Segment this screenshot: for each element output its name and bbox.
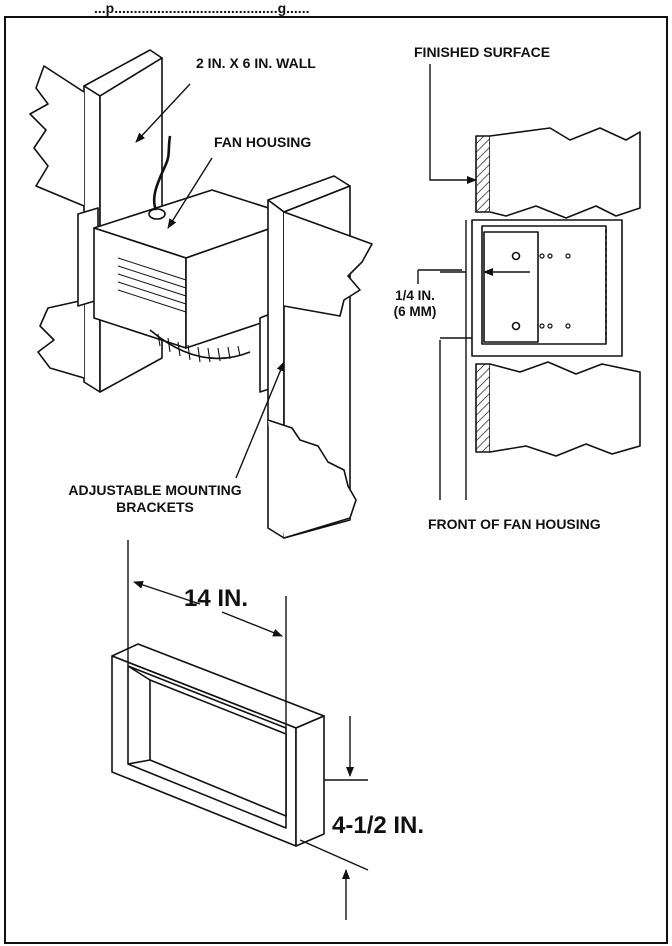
opening-dimensions — [127, 540, 369, 920]
finished-surface-label: FINISHED SURFACE — [414, 44, 551, 60]
left-leaders — [135, 83, 285, 479]
width-dimension-label: 14 IN. — [184, 585, 249, 612]
height-dimension-label: 4-1/2 IN. — [332, 812, 425, 839]
gap-label-line1: 1/4 IN. — [395, 288, 435, 303]
diagram-frame — [4, 16, 668, 944]
front-of-housing-label: FRONT OF FAN HOUSING — [428, 516, 601, 532]
section-leaders — [417, 64, 530, 500]
section-view — [471, 127, 641, 457]
right-stud — [267, 175, 373, 539]
gap-label: 1/4 IN. (6 MM) — [382, 288, 448, 320]
wall-label: 2 IN. X 6 IN. WALL — [196, 55, 316, 71]
brackets-label-line1: ADJUSTABLE MOUNTING — [68, 482, 242, 498]
fan-housing-label: FAN HOUSING — [214, 134, 312, 150]
header-caption-fragment: ...p....................................… — [94, 0, 310, 16]
opening-frame — [111, 643, 325, 847]
brackets-label-line2: BRACKETS — [116, 498, 194, 515]
brackets-label: ADJUSTABLE MOUNTING BRACKETS — [40, 482, 270, 516]
gap-label-line2: (6 MM) — [393, 304, 437, 320]
